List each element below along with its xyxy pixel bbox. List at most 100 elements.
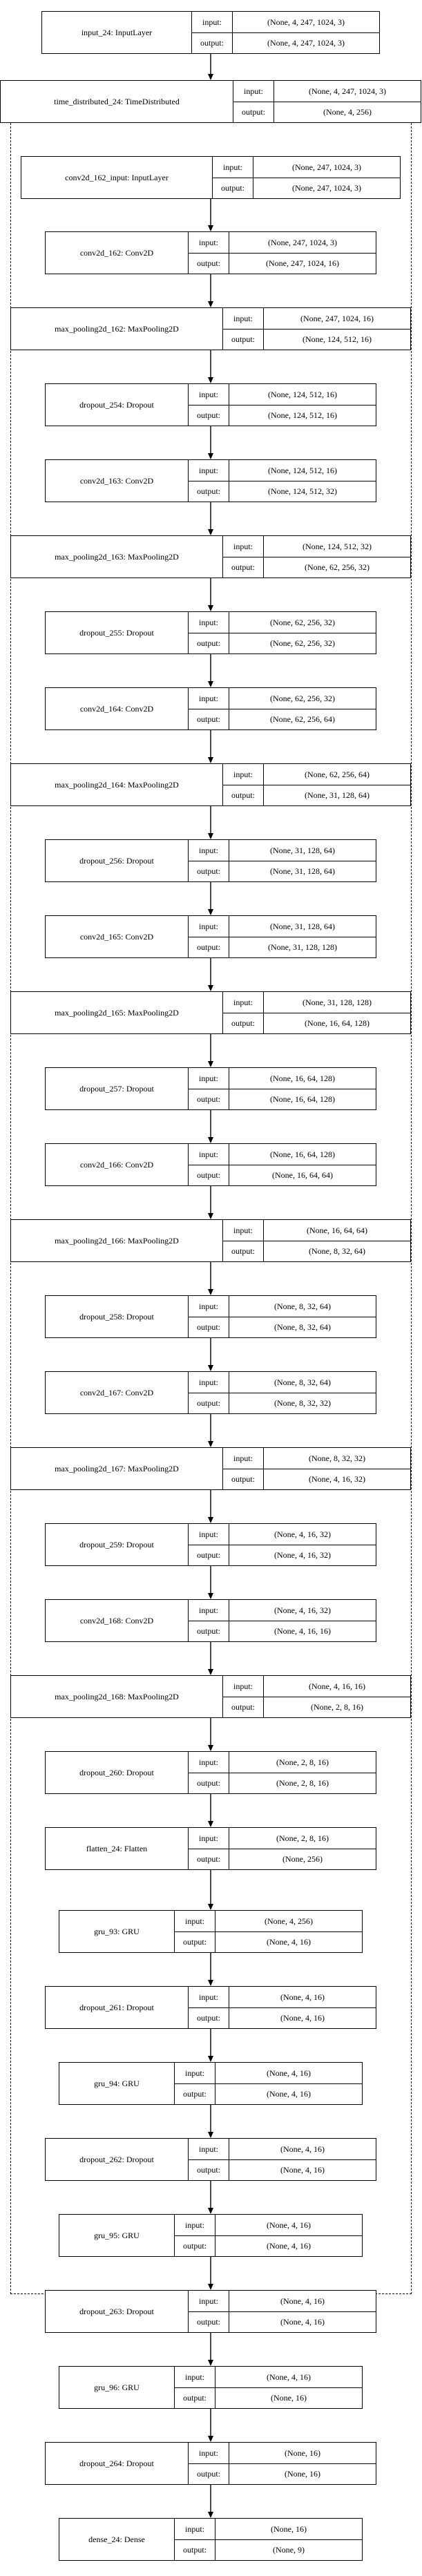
edge-arrowhead: [208, 2360, 213, 2366]
input-shape: (None, 4, 16, 32): [274, 1529, 331, 1539]
input-shape: (None, 8, 32, 64): [274, 1301, 331, 1311]
layer-output-row: output:(None, 4, 256): [233, 101, 421, 122]
output-shape: (None, 16, 64, 128): [305, 1018, 370, 1029]
layer-output-row: output:(None, 4, 16, 32): [189, 1544, 376, 1565]
output-label: output:: [192, 32, 233, 53]
edge-arrowhead: [208, 1289, 213, 1295]
layer-name: time_distributed_24: TimeDistributed: [1, 81, 233, 122]
layer-name: dropout_261: Dropout: [46, 1987, 189, 2028]
edge-arrowhead: [208, 453, 213, 459]
edge-arrowhead: [208, 1593, 213, 1599]
output-label: output:: [175, 2539, 215, 2560]
input-shape: (None, 2, 8, 16): [276, 1833, 329, 1843]
layer-output-row: output:(None, 4, 16): [189, 2311, 376, 2332]
input-shape: (None, 31, 128, 64): [270, 921, 335, 931]
edge-arrowhead: [208, 1441, 213, 1447]
input-shape: (None, 62, 256, 32): [270, 693, 335, 703]
layer-input-row: input:(None, 124, 512, 16): [189, 384, 376, 405]
input-shape: (None, 247, 1024, 3): [268, 237, 337, 247]
input-label: input:: [189, 688, 229, 709]
layer-input-row: input:(None, 124, 512, 32): [223, 536, 410, 557]
input-shape: (None, 8, 32, 32): [309, 1453, 365, 1463]
layer-output-row: output:(None, 4, 16): [175, 1931, 362, 1952]
layer-name: conv2d_166: Conv2D: [46, 1144, 189, 1185]
input-shape: (None, 124, 512, 32): [303, 541, 372, 551]
input-label: input:: [189, 1752, 229, 1773]
layer-output-row: output:(None, 16): [189, 2463, 376, 2484]
layer-output-row: output:(None, 62, 256, 32): [189, 632, 376, 653]
output-label: output:: [189, 1317, 229, 1337]
layer-output-row: output:(None, 4, 16): [175, 2235, 362, 2256]
input-label: input:: [223, 1676, 264, 1697]
output-label: output:: [189, 2007, 229, 2028]
layer-output-row: output:(None, 124, 512, 32): [189, 480, 376, 502]
input-label: input:: [189, 1372, 229, 1393]
input-label: input:: [192, 12, 233, 32]
output-shape: (None, 124, 512, 32): [268, 486, 337, 497]
layer-name: dropout_254: Dropout: [46, 384, 189, 426]
edge-arrowhead: [208, 225, 213, 231]
input-shape: (None, 16): [271, 2523, 307, 2534]
layer-output-row: output:(None, 2, 8, 16): [189, 1772, 376, 1793]
layer-input-row: input:(None, 2, 8, 16): [189, 1752, 376, 1773]
output-shape: (None, 4, 256): [323, 107, 372, 117]
layer-output-row: output:(None, 4, 16): [189, 2159, 376, 2180]
layer-input-row: input:(None, 4, 16): [175, 2215, 362, 2235]
edge-arrowhead: [208, 2284, 213, 2290]
output-shape: (None, 62, 256, 32): [305, 562, 370, 573]
layer-name: conv2d_165: Conv2D: [46, 916, 189, 957]
layer-input-row: input:(None, 62, 256, 32): [189, 612, 376, 633]
layer-output-row: output:(None, 256): [189, 1848, 376, 1869]
output-shape: (None, 16): [285, 2469, 320, 2479]
input-label: input:: [233, 81, 274, 102]
input-shape: (None, 8, 32, 64): [274, 1377, 331, 1387]
input-shape: (None, 16): [285, 2448, 320, 2458]
output-label: output:: [223, 1697, 264, 1717]
input-label: input:: [175, 2519, 215, 2539]
input-label: input:: [189, 2291, 229, 2311]
input-shape: (None, 16, 64, 64): [307, 1225, 367, 1235]
output-shape: (None, 4, 16): [280, 2317, 325, 2327]
input-shape: (None, 31, 128, 64): [270, 845, 335, 855]
output-label: output:: [189, 1773, 229, 1793]
layer-output-row: output:(None, 124, 512, 16): [223, 328, 410, 350]
output-shape: (None, 16, 64, 64): [272, 1170, 333, 1181]
input-shape: (None, 247, 1024, 3): [292, 162, 361, 172]
input-label: input:: [189, 1068, 229, 1089]
layer-name: gru_96: GRU: [59, 2367, 175, 2408]
layer-input-row: input:(None, 8, 32, 32): [223, 1448, 410, 1469]
layer-output-row: output:(None, 9): [175, 2539, 362, 2560]
edge-arrowhead: [208, 985, 213, 991]
layer-input-row: input:(None, 16): [189, 2443, 376, 2463]
output-label: output:: [189, 1089, 229, 1109]
input-label: input:: [175, 2215, 215, 2235]
output-label: output:: [189, 633, 229, 653]
layer-name: dropout_257: Dropout: [46, 1068, 189, 1109]
layer-input-row: input:(None, 31, 128, 128): [223, 992, 410, 1013]
output-label: output:: [189, 405, 229, 426]
output-shape: (None, 247, 1024, 3): [292, 183, 361, 193]
output-label: output:: [223, 785, 264, 805]
layer-output-row: output:(None, 62, 256, 64): [189, 708, 376, 729]
layer-input-row: input:(None, 4, 247, 1024, 3): [233, 81, 421, 102]
edge-arrowhead: [208, 833, 213, 839]
layer-output-row: output:(None, 8, 32, 64): [223, 1240, 410, 1261]
output-shape: (None, 124, 512, 16): [268, 410, 337, 421]
